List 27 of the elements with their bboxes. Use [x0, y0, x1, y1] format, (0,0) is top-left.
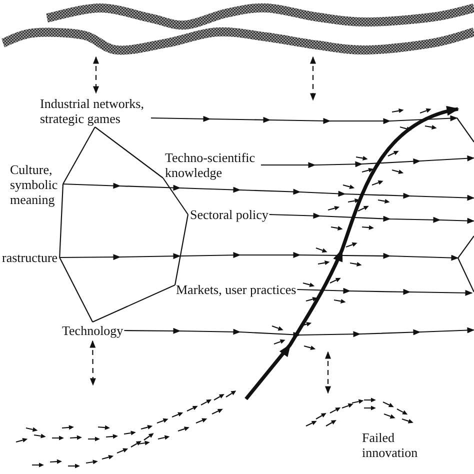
- vertex-label: Sectoral policy: [190, 207, 268, 222]
- polygon-side: [59, 257, 94, 322]
- arrow-chain: [60, 252, 459, 261]
- dashed-arrow: [325, 351, 331, 394]
- dashed-arrow: [90, 340, 96, 386]
- polygon-side: [162, 178, 188, 215]
- arrow-chain: [269, 212, 474, 224]
- vertex-label: Culture, symbolic meaning: [10, 162, 62, 207]
- polygon-side: [174, 214, 189, 286]
- polygon-side: [92, 284, 176, 322]
- vertex-label: rastructure: [2, 250, 58, 265]
- polygon-side: [94, 126, 164, 178]
- dashed-arrow: [93, 56, 99, 94]
- arrow-chain: [151, 116, 458, 124]
- vertex-label: Markets, user practices: [176, 282, 296, 297]
- vertex-label: Industrial networks, strategic games: [40, 96, 150, 126]
- dashed-arrow: [310, 56, 316, 101]
- caption-label: Failed innovation: [362, 430, 419, 460]
- arrow-chain: [124, 327, 474, 337]
- vertex-label: Techno-scientific knowledge: [165, 150, 260, 180]
- vertex-label: Technology: [62, 323, 124, 338]
- arrow-chain: [62, 183, 474, 201]
- polygon-side: [59, 184, 64, 258]
- thick-arrow: [244, 106, 460, 400]
- arrow-chain: [297, 288, 473, 296]
- arrow-chain: [261, 156, 474, 168]
- polygon-side: [62, 126, 96, 184]
